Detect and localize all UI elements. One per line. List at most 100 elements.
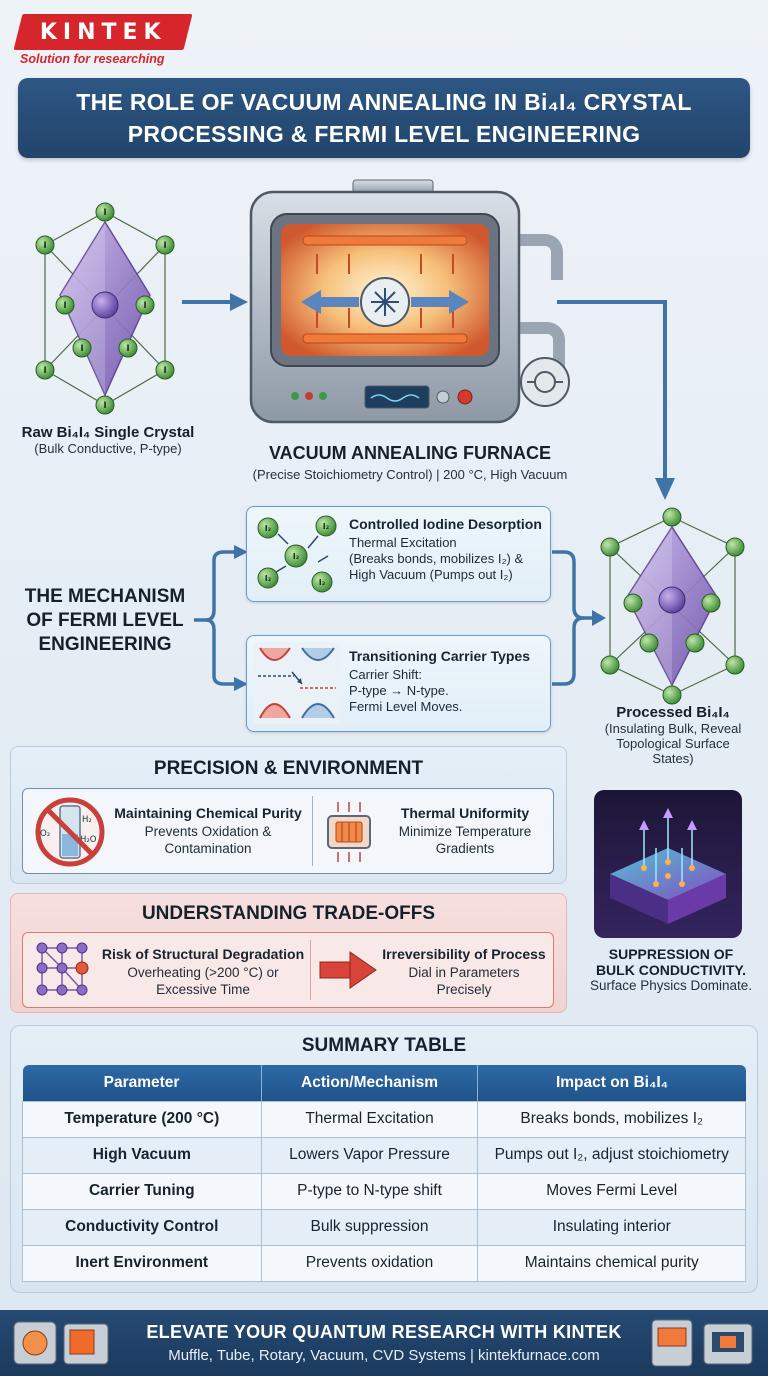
card2-line2: P-type → N-type. (349, 683, 449, 698)
kintek-logo[interactable]: KINTEK (13, 14, 193, 50)
tradeoffs-divider (310, 940, 311, 1000)
table-cell: Insulating interior (477, 1208, 746, 1246)
furnace-products-icon-left (13, 1321, 109, 1365)
furnace-label: VACUUM ANNEALING FURNACE (269, 443, 551, 463)
iodine-molecules-icon: I₂ I₂ I₂ I₂ I₂ (257, 515, 337, 593)
vacuum-furnace-illustration (249, 179, 570, 424)
table-cell: Moves Fermi Level (477, 1172, 746, 1210)
raw-crystal-illustration: I I I I I I I I I I (35, 202, 175, 415)
footer-link[interactable]: Muffle, Tube, Rotary, Vacuum, CVD System… (168, 1347, 600, 1364)
table-row: Temperature (200 °C) Thermal Excitation … (22, 1100, 746, 1138)
page-title: THE ROLE OF VACUUM ANNEALING IN Bi₄I₄ CR… (76, 86, 692, 150)
flow-arrow-furnace-to-processed (557, 300, 675, 500)
tradeoffs-heading: UNDERSTANDING TRADE-OFFS (141, 903, 436, 924)
footer-title: ELEVATE YOUR QUANTUM RESEARCH WITH KINTE… (146, 1322, 622, 1342)
processed-line2: Topological Surface (616, 736, 730, 751)
processed-line3: States) (652, 751, 694, 766)
furnace-products-icon-right (651, 1319, 753, 1367)
furnace-sub: (Precise Stoichiometry Control) | 200 °C… (252, 467, 568, 482)
table-cell: Inert Environment (22, 1244, 262, 1282)
table-cell: Temperature (200 °C) (22, 1100, 262, 1138)
table-cell: Thermal Excitation (260, 1100, 479, 1138)
icon-label-h2: H₂ (82, 815, 92, 825)
molecule-label: I₂ (323, 522, 330, 531)
irreversible-arrow-icon (319, 951, 377, 989)
precision-heading: PRECISION & ENVIRONMENT (153, 758, 424, 779)
table-row: Carrier Tuning P-type to N-type shift Mo… (22, 1172, 746, 1210)
card2-line3: Fermi Level Moves. (349, 699, 463, 714)
thermal-uniformity-icon (327, 802, 371, 862)
purity-line1: Prevents Oxidation & (144, 824, 272, 839)
card1-line1: Thermal Excitation (349, 535, 457, 550)
atom-label: I (63, 301, 66, 311)
page-title-banner: THE ROLE OF VACUUM ANNEALING IN Bi₄I₄ CR… (18, 78, 750, 158)
atom-label: I (143, 301, 146, 311)
summary-table: Parameter Action/Mechanism Impact on Bi₄… (22, 1065, 746, 1282)
table-cell: Carrier Tuning (22, 1172, 262, 1210)
tradeoffs-card (22, 932, 554, 1008)
atom-label: I (103, 208, 106, 218)
risk-line2: Excessive Time (156, 982, 250, 997)
atom-label: I (103, 401, 106, 411)
card1-title: Controlled Iodine Desorption (349, 516, 542, 532)
structural-degradation-icon (36, 942, 89, 996)
risk-line1: Overheating (>200 °C) or (127, 965, 279, 980)
precision-card (22, 788, 554, 874)
table-cell: Breaks bonds, mobilizes I₂ (477, 1100, 746, 1138)
topological-surface-illustration (594, 790, 742, 938)
table-header-parameter: Parameter (22, 1065, 262, 1101)
no-contamination-icon: O₂ H₂ H₂O (35, 797, 105, 867)
processed-crystal-illustration (600, 507, 745, 705)
molecule-label: I₂ (319, 578, 326, 587)
raw-crystal-label: Raw Bi₄I₄ Single Crystal (21, 424, 195, 441)
irreversible-title: Irreversibility of Process (382, 946, 546, 962)
icon-label-h2o: H₂O (80, 835, 97, 845)
table-cell: Prevents oxidation (260, 1244, 479, 1282)
table-cell: Maintains chemical purity (477, 1244, 746, 1282)
mechanism-bracket-right (552, 550, 606, 686)
table-cell: Lowers Vapor Pressure (260, 1136, 479, 1174)
mechanism-heading-line3: ENGINEERING (38, 634, 172, 655)
mechanism-heading-line2: OF FERMI LEVEL (26, 610, 184, 631)
mechanism-bracket-left (194, 545, 248, 691)
raw-crystal-sub: (Bulk Conductive, P-type) (34, 441, 182, 456)
table-row: Inert Environment Prevents oxidation Mai… (22, 1244, 746, 1282)
table-cell: Bulk suppression (260, 1208, 479, 1246)
footer-banner (0, 1310, 768, 1376)
table-cell: P-type to N-type shift (260, 1172, 479, 1210)
molecule-label: I₂ (293, 552, 300, 561)
atom-label: I (126, 344, 129, 354)
irreversible-line1: Dial in Parameters (408, 965, 520, 980)
flow-arrow-raw-to-furnace (182, 293, 248, 311)
table-header-impact: Impact on Bi₄I₄ (477, 1065, 746, 1101)
atom-label: I (163, 241, 166, 251)
table-cell: High Vacuum (22, 1136, 262, 1174)
uniformity-line1: Minimize Temperature (398, 824, 532, 839)
molecule-label: I₂ (265, 524, 272, 533)
molecule-label: I₂ (265, 574, 272, 583)
card1-line2: (Breaks bonds, mobilizes I₂) & (349, 551, 524, 566)
table-row: High Vacuum Lowers Vapor Pressure Pumps … (22, 1136, 746, 1174)
uniformity-title: Thermal Uniformity (400, 805, 530, 821)
atom-label: I (163, 366, 166, 376)
processed-crystal-label: Processed Bi₄I₄ (616, 704, 730, 721)
table-row: Conductivity Control Bulk suppression In… (22, 1208, 746, 1246)
icon-label-o2: O₂ (40, 829, 50, 839)
irreversible-line2: Precisely (436, 982, 492, 997)
purity-line2: Contamination (164, 841, 252, 856)
table-header-action: Action/Mechanism (261, 1065, 479, 1101)
risk-title: Risk of Structural Degradation (101, 946, 305, 962)
precision-divider (312, 796, 313, 866)
card1-line3: High Vacuum (Pumps out I₂) (349, 567, 513, 582)
table-header-row: Parameter Action/Mechanism Impact on Bi₄… (22, 1065, 746, 1101)
table-cell: Pumps out I₂, adjust stoichiometry (477, 1136, 746, 1174)
table-cell: Conductivity Control (22, 1208, 262, 1246)
atom-label: I (43, 366, 46, 376)
card2-line1: Carrier Shift: (349, 667, 422, 682)
uniformity-line2: Gradients (435, 841, 495, 856)
atom-label: I (43, 241, 46, 251)
title-line-2: PROCESSING & FERMI LEVEL ENGINEERING (127, 121, 641, 147)
suppression-line1: SUPPRESSION OF (608, 946, 734, 962)
suppression-line3: Surface Physics Dominate. (589, 978, 753, 993)
brand-tagline: Solution for researching (20, 52, 165, 66)
